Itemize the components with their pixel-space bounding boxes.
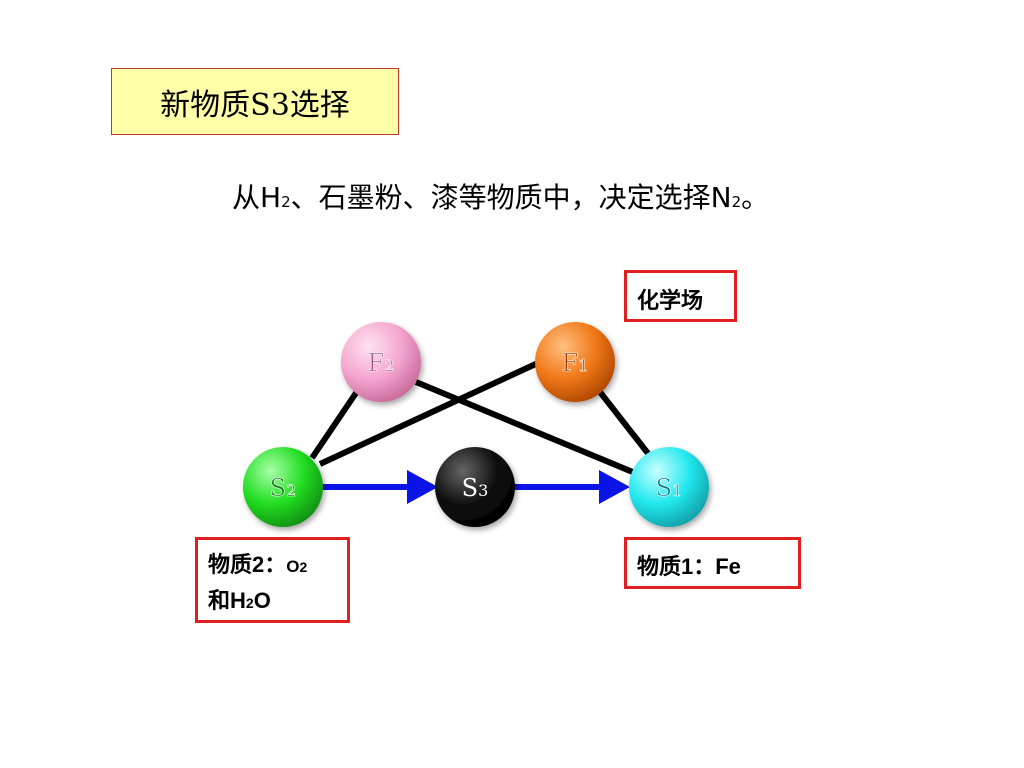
svg-text:S3: S3 [462, 474, 489, 502]
statement-part-3: 。 [741, 181, 770, 214]
node-s2-letter: S [270, 474, 286, 502]
node-f1-sub: 1 [578, 356, 588, 375]
node-f1-letter: F [562, 349, 579, 377]
substance1-label-box: 物质1：Fe [624, 537, 801, 589]
substance2-line-1: 物质2：O2 [208, 548, 347, 584]
svg-text:S2: S2 [270, 474, 297, 502]
link-f2-s1 [414, 379, 637, 476]
svg-text:F1: F1 [562, 349, 589, 377]
link-f1-s1 [597, 390, 653, 458]
svg-text:S1: S1 [656, 474, 683, 502]
link-s2-f1 [318, 359, 542, 467]
substance2-o-end: O [253, 588, 271, 613]
node-s2: S2 [243, 447, 323, 527]
link-s2-f2 [309, 388, 361, 460]
chemical-field-label-box: 化学场 [624, 270, 737, 322]
statement-part-1: 从H [232, 181, 282, 214]
node-s3-sub: 3 [478, 481, 488, 500]
substance2-label-box: 物质2：O2 和H2O [195, 537, 350, 623]
slide-title-text: 新物质S3选择 [160, 87, 350, 123]
node-s1-letter: S [656, 474, 672, 502]
statement-part-2: 、石墨粉、漆等物质中，决定选择N [290, 181, 732, 214]
substance2-o-sub: 2 [299, 559, 308, 575]
node-s3-letter: S [462, 474, 478, 502]
substance2-h: 和H [208, 588, 246, 613]
statement-text: 从H2、石墨粉、漆等物质中，决定选择N2。 [232, 176, 769, 216]
node-s1-sub: 1 [672, 481, 682, 500]
chemical-field-label: 化学场 [637, 288, 704, 313]
substance1-label: 物质1：Fe [637, 554, 741, 579]
node-f2: F2 [341, 322, 421, 402]
statement-subscript-2: 2 [731, 193, 742, 211]
node-f1: F1 [535, 322, 615, 402]
node-s3: S3 [435, 447, 515, 527]
substance2-line-2: 和H2O [208, 584, 347, 620]
statement-subscript-1: 2 [281, 193, 291, 211]
substance2-prefix: 物质2： [208, 552, 287, 577]
svg-text:F2: F2 [368, 349, 395, 377]
node-f2-letter: F [368, 349, 385, 377]
arrow-s3-s1-head [599, 470, 630, 504]
arrow-s2-s3-head [407, 470, 438, 504]
node-f2-sub: 2 [384, 356, 394, 375]
substance2-o: O [286, 557, 300, 576]
node-s1: S1 [629, 447, 709, 527]
node-s2-sub: 2 [286, 481, 296, 500]
slide-title: 新物质S3选择 [111, 68, 399, 135]
substance2-h-sub: 2 [245, 595, 254, 611]
